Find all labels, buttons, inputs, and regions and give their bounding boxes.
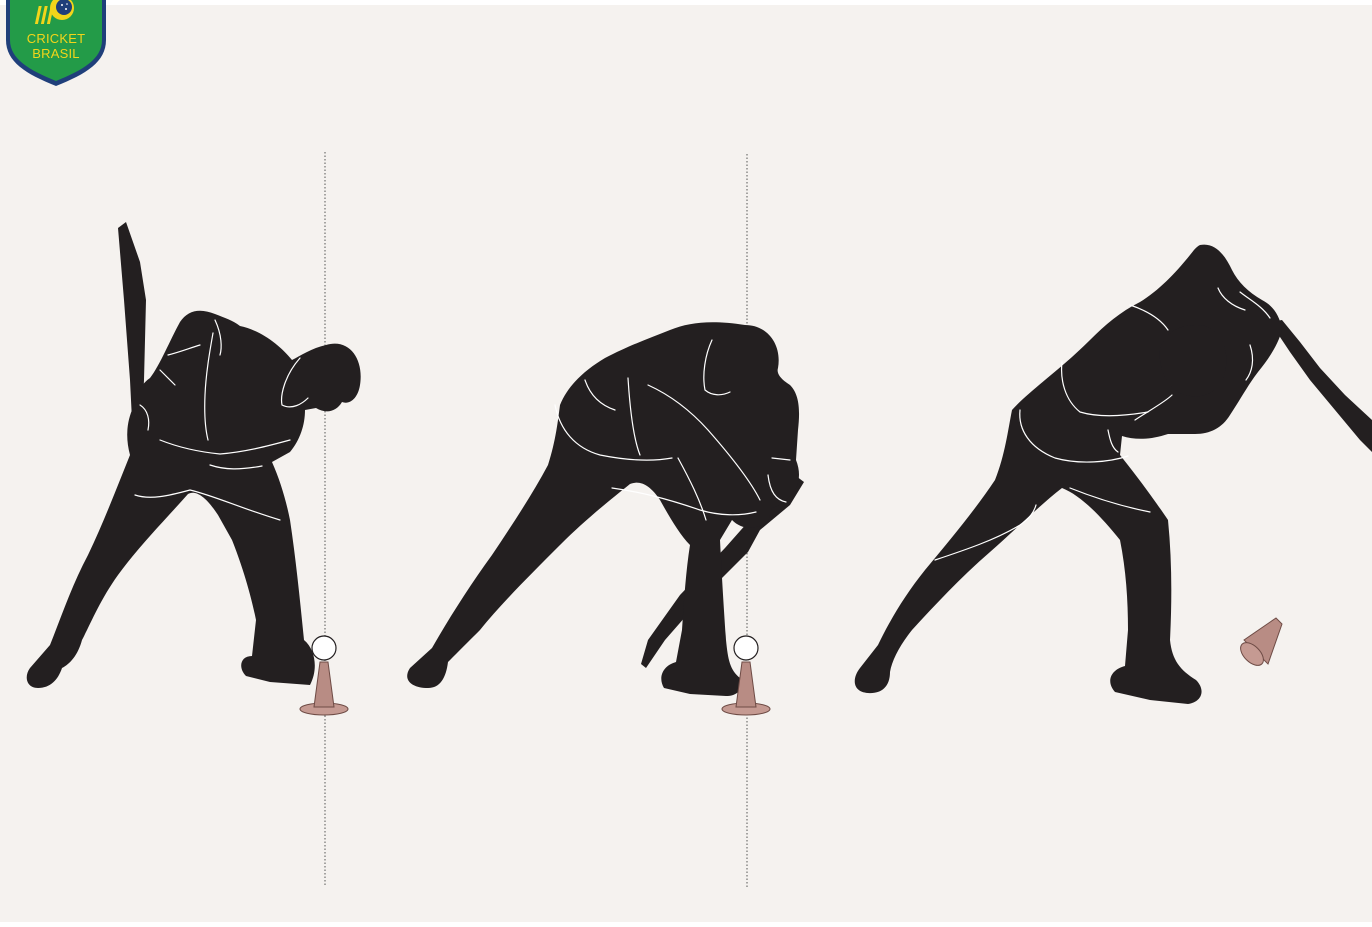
logo-text-line2: BRASIL: [2, 47, 110, 61]
cricket-brasil-logo: CRICKET BRASIL: [2, 0, 110, 88]
bat: [1270, 320, 1372, 452]
knocked-over-cone: [1236, 618, 1282, 670]
cone: [314, 662, 334, 707]
frame-backswing: [27, 152, 361, 885]
logo-text-line1: CRICKET: [2, 32, 110, 46]
ball: [734, 636, 758, 660]
ball: [312, 636, 336, 660]
frame-impact: [407, 154, 804, 887]
batter-silhouette: [27, 311, 361, 688]
cone: [736, 662, 756, 707]
batter-silhouette: [855, 245, 1282, 704]
frame-follow-through: [855, 245, 1372, 704]
